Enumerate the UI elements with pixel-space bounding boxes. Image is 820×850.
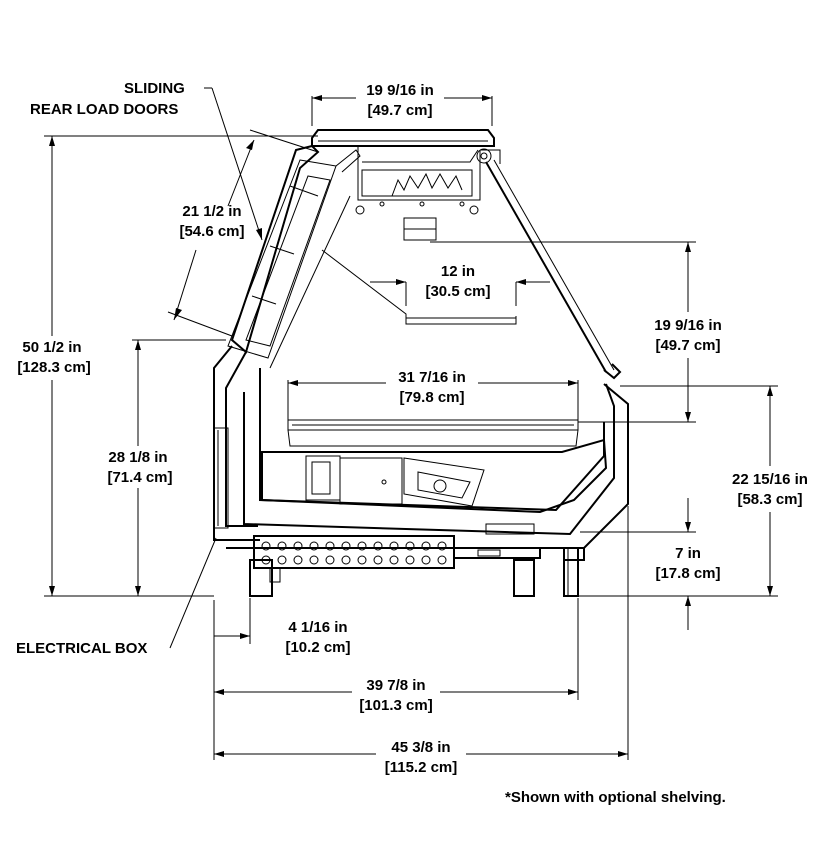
footnote: *Shown with optional shelving. [505, 789, 726, 806]
dim-door-length-cm: [54.6 cm] [179, 223, 244, 240]
dim-light-canopy-cm: [30.5 cm] [425, 283, 490, 300]
compressor-coils [261, 541, 447, 565]
callout-rear-load-doors: REAR LOAD DOORS [30, 101, 178, 118]
dim-overall-depth-cm: [115.2 cm] [385, 759, 458, 776]
dim-rear-offset-in: 4 1/16 in [288, 619, 347, 636]
dim-top-width-cm: [49.7 cm] [367, 102, 432, 119]
dim-door-length-in: 21 1/2 in [182, 203, 241, 220]
callout-electrical-box: ELECTRICAL BOX [16, 640, 147, 657]
dimension-lines [44, 95, 778, 760]
dim-rear-offset-cm: [10.2 cm] [285, 639, 350, 656]
dim-glass-height-cm: [49.7 cm] [655, 337, 720, 354]
dim-base-depth-cm: [101.3 cm] [359, 697, 432, 714]
dim-overall-depth-in: 45 3/8 in [391, 739, 450, 756]
dim-base-height-cm: [17.8 cm] [655, 565, 720, 582]
case-body [213, 129, 629, 597]
dim-front-height-in: 22 15/16 in [732, 471, 808, 488]
dim-top-width-in: 19 9/16 in [366, 82, 434, 99]
dim-front-height-cm: [58.3 cm] [737, 491, 802, 508]
callout-leaders [169, 87, 263, 649]
dim-rear-height-in: 28 1/8 in [108, 449, 167, 466]
dim-glass-height-in: 19 9/16 in [654, 317, 722, 334]
dim-overall-height-in: 50 1/2 in [22, 339, 81, 356]
dim-rear-height-cm: [71.4 cm] [107, 469, 172, 486]
callout-sliding: SLIDING [124, 80, 185, 97]
dim-overall-height-cm: [128.3 cm] [17, 359, 90, 376]
dim-shelf-width-in: 31 7/16 in [398, 369, 466, 386]
dim-shelf-width-cm: [79.8 cm] [399, 389, 464, 406]
dim-light-canopy-in: 12 in [441, 263, 475, 280]
dim-base-height-in: 7 in [675, 545, 701, 562]
dim-base-depth-in: 39 7/8 in [366, 677, 425, 694]
